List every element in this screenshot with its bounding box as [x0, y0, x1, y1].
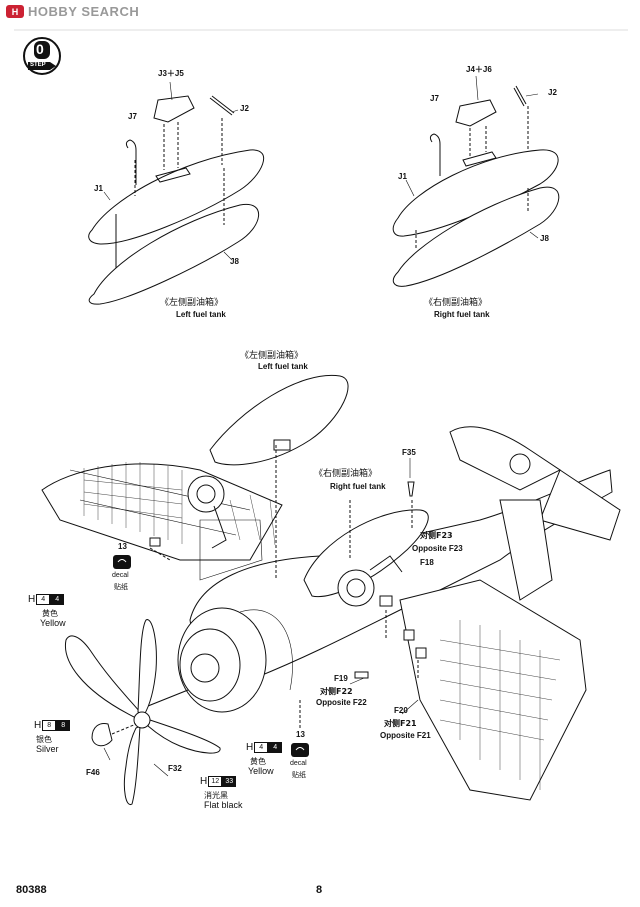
- part-label-f46: F46: [86, 768, 100, 777]
- part-label-j4-j6: J4＋J6: [466, 65, 492, 74]
- part-label-f35: F35: [402, 448, 416, 457]
- decal-right-en: decal: [290, 760, 307, 767]
- caption-right-tank-en: Right fuel tank: [434, 310, 490, 319]
- part-label-j8-left: J8: [230, 257, 239, 266]
- part-label-f21-en: Opposite F21: [380, 731, 431, 740]
- paint-silver-en: Silver: [36, 744, 59, 754]
- part-label-j7-left: J7: [128, 112, 137, 121]
- paint-flat-black: H 12 33: [200, 776, 237, 787]
- watermark-text: HOBBY SEARCH: [28, 4, 140, 19]
- page-number: 8: [316, 884, 323, 896]
- paint-yellow-left-zh: 黄色: [42, 609, 58, 618]
- part-label-j3-j5: J3＋J5: [158, 69, 184, 78]
- right-tank-exploded: [392, 85, 560, 287]
- paint-flat-black-zh: 消光黑: [204, 791, 228, 800]
- part-label-j1-left: J1: [94, 184, 103, 193]
- part-label-f19: F19: [334, 674, 348, 683]
- step-number: 0: [36, 41, 44, 57]
- decal-right-icon: [291, 743, 309, 757]
- paint-yellow-left: H 4 4: [28, 594, 65, 605]
- main-left-tank-en: Left fuel tank: [258, 362, 308, 371]
- decal-right-number: 13: [296, 730, 305, 739]
- part-label-f18: F18: [420, 558, 434, 567]
- main-right-tank-en: Right fuel tank: [330, 482, 386, 491]
- paint-yellow-left-en: Yellow: [40, 618, 66, 628]
- part-label-f22-zh: 对侧F22: [320, 687, 353, 696]
- paint-silver-zh: 银色: [36, 735, 52, 744]
- paint-silver: H 8 8: [34, 720, 71, 731]
- part-label-f23-zh: 对侧F23: [420, 531, 453, 540]
- decal-left-zh: 贴纸: [114, 584, 128, 591]
- paint-yellow-right-en: Yellow: [248, 766, 274, 776]
- part-label-j2-left: J2: [240, 104, 249, 113]
- part-label-f23-en: Opposite F23: [412, 544, 463, 553]
- paint-yellow-right-zh: 黄色: [250, 757, 266, 766]
- main-right-tank-zh: 《右侧副油箱》: [314, 469, 378, 479]
- watermark: H HOBBY SEARCH: [6, 4, 139, 19]
- part-label-f22-en: Opposite F22: [316, 698, 367, 707]
- aircraft-body: [41, 374, 621, 805]
- caption-left-tank-en: Left fuel tank: [176, 310, 226, 319]
- step-badge: [23, 37, 61, 75]
- hobby-search-logo-icon: H: [6, 5, 24, 18]
- step-label: STEP: [30, 62, 46, 68]
- part-label-f32: F32: [168, 764, 182, 773]
- left-tank-exploded: [88, 95, 265, 305]
- paint-yellow-right: H 4 4: [246, 742, 283, 753]
- decal-left-icon: [113, 555, 131, 569]
- caption-right-tank-zh: 《右侧副油箱》: [424, 298, 488, 308]
- caption-left-tank-zh: 《左侧副油箱》: [160, 298, 224, 308]
- part-label-j2-right: J2: [548, 88, 557, 97]
- paint-flat-black-en: Flat black: [204, 800, 243, 810]
- decal-left-en: decal: [112, 572, 129, 579]
- part-label-f20: F20: [394, 706, 408, 715]
- decal-left-number: 13: [118, 542, 127, 551]
- product-code: 80388: [16, 884, 47, 896]
- part-label-f21-zh: 对侧F21: [384, 719, 417, 728]
- decal-right-zh: 贴纸: [292, 772, 306, 779]
- part-label-j7-right: J7: [430, 94, 439, 103]
- part-label-j8-right: J8: [540, 234, 549, 243]
- part-label-j1-right: J1: [398, 172, 407, 181]
- main-left-tank-zh: 《左侧副油箱》: [240, 351, 304, 361]
